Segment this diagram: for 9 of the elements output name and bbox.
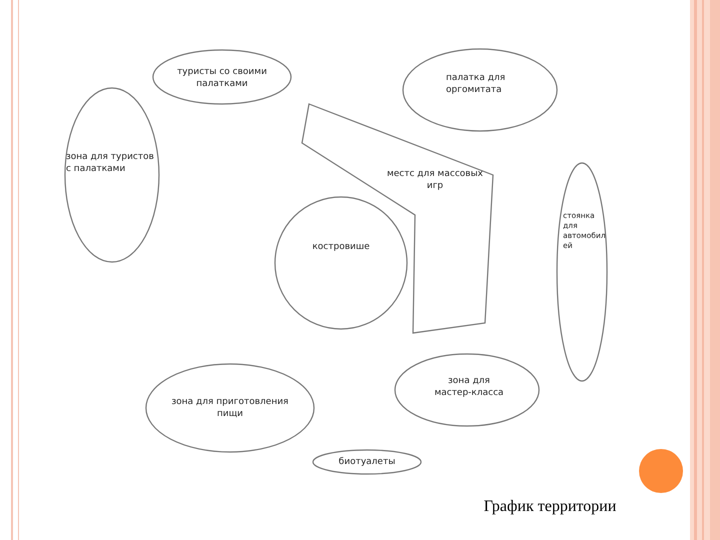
zone-label: биотуалеты [338,456,396,468]
caption: График территории [482,498,618,516]
zone-label: зона для мастер-класса [434,375,504,399]
zone-label: костровише [311,241,371,253]
zone-label: туристы со своими палатками [176,66,268,90]
zone-label: зона для туристов с палатками [66,151,155,175]
zone-label: палатка для оргомитата [446,72,506,96]
zone-label: местс для массовых игр [386,168,484,192]
zone-label: зона для приготовления пищи [170,396,290,420]
